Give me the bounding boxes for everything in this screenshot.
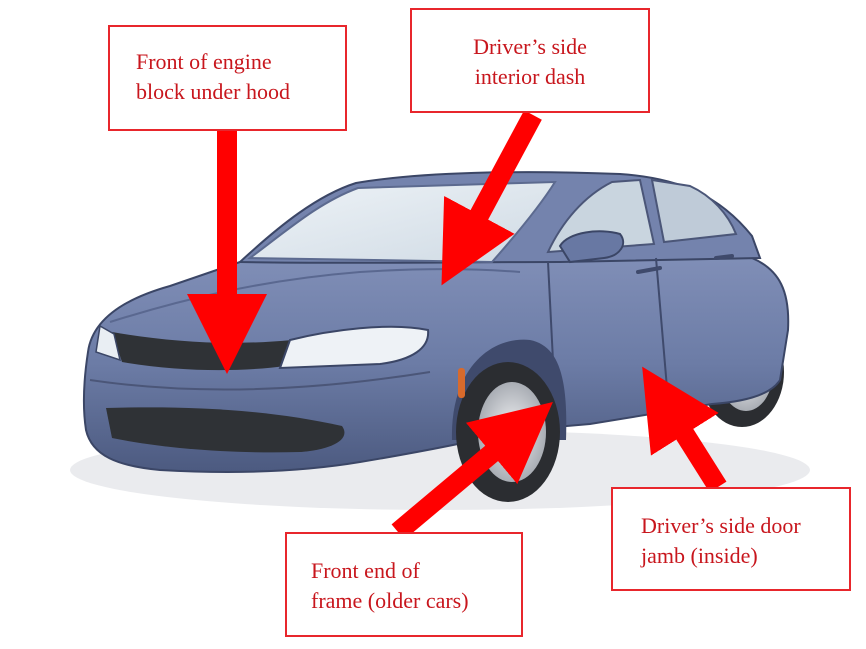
callout-jamb-line2: jamb (inside) xyxy=(641,543,758,568)
callout-jamb-line1: Driver’s side door xyxy=(641,513,801,538)
arrow-interior-dash xyxy=(441,110,542,286)
callout-frame-line2: frame (older cars) xyxy=(311,588,469,613)
left-headlight xyxy=(95,324,122,362)
right-headlight xyxy=(278,325,430,370)
side-marker xyxy=(458,368,465,398)
callout-door-jamb: Driver’s side door jamb (inside) xyxy=(611,487,851,591)
door-handle-front xyxy=(636,266,662,274)
front-side-window xyxy=(546,178,656,254)
callout-engine-line1: Front of engine xyxy=(136,49,272,74)
callout-engine-line2: block under hood xyxy=(136,79,290,104)
arrow-front-frame xyxy=(391,401,553,540)
callout-front-frame: Front end of frame (older cars) xyxy=(285,532,523,637)
door-handle-rear xyxy=(714,254,734,260)
side-mirror xyxy=(558,230,625,264)
bumper-line xyxy=(89,371,431,391)
arrow-door-jamb xyxy=(642,366,727,493)
callout-dash-line1: Driver’s side xyxy=(473,34,587,59)
callout-engine-block: Front of engine block under hood xyxy=(108,25,347,131)
rear-side-window xyxy=(650,178,738,244)
callout-interior-dash: Driver’s side interior dash xyxy=(410,8,650,113)
lower-grille xyxy=(106,407,345,453)
callout-frame-line1: Front end of xyxy=(311,558,420,583)
callout-dash-line2: interior dash xyxy=(474,64,586,89)
